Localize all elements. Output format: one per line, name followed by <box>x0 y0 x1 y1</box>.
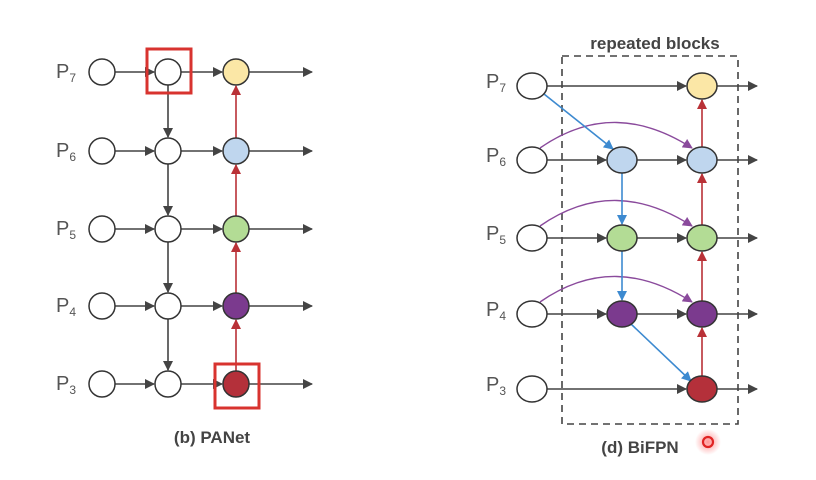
bifpn-intermediate-node <box>606 224 638 252</box>
bifpn-input-node <box>516 300 548 328</box>
panet-output-node <box>222 137 250 165</box>
panet-input-node <box>88 137 116 165</box>
panet-output-node <box>222 215 250 243</box>
panet-top-down-node <box>154 137 182 165</box>
panet-output-node <box>222 58 250 86</box>
bifpn-skip-edge <box>539 275 693 303</box>
panet-level-label: P3 <box>56 373 76 397</box>
bifpn-level-label: P7 <box>486 71 506 95</box>
bifpn-caption: (d) BiFPN <box>601 438 678 457</box>
panet-caption: (b) PANet <box>174 428 251 447</box>
bifpn-output-node <box>686 146 718 174</box>
red-dot-icon <box>695 429 721 455</box>
bifpn-output-node <box>686 300 718 328</box>
panet-top-down-node <box>154 370 182 398</box>
panet-level-label: P6 <box>56 140 76 164</box>
bifpn-level-label: P4 <box>486 299 506 323</box>
bifpn-level-label: P3 <box>486 374 506 398</box>
bifpn-intermediate-node <box>606 300 638 328</box>
panet-highlight-box <box>145 47 193 95</box>
panet-top-down-node <box>154 215 182 243</box>
repeated-blocks-box <box>561 55 739 425</box>
bifpn-level-label: P5 <box>486 223 506 247</box>
bifpn-intermediate-node <box>606 146 638 174</box>
panet-output-node <box>222 292 250 320</box>
panet-level-label: P4 <box>56 295 76 319</box>
bifpn-input-node <box>516 72 548 100</box>
panet-input-node <box>88 292 116 320</box>
panet-level-label: P5 <box>56 218 76 242</box>
panet-input-node <box>88 370 116 398</box>
bifpn-level-label: P6 <box>486 145 506 169</box>
panet-highlight-box <box>213 362 261 410</box>
bifpn-skip-edge <box>539 121 693 149</box>
panet-input-node <box>88 215 116 243</box>
bifpn-top-down-edge <box>543 93 614 150</box>
bifpn-output-node <box>686 375 718 403</box>
bifpn-top-down-edge <box>630 323 692 382</box>
bifpn-input-node <box>516 224 548 252</box>
repeated-blocks-label: repeated blocks <box>590 34 719 53</box>
bifpn-input-node <box>516 375 548 403</box>
bifpn-output-node <box>686 72 718 100</box>
bifpn-skip-edge <box>539 199 693 227</box>
bifpn-input-node <box>516 146 548 174</box>
panet-input-node <box>88 58 116 86</box>
panet-top-down-node <box>154 292 182 320</box>
panet-top-down-node <box>154 58 182 86</box>
panet-level-label: P7 <box>56 61 76 85</box>
panet-output-node <box>222 370 250 398</box>
bifpn-output-node <box>686 224 718 252</box>
